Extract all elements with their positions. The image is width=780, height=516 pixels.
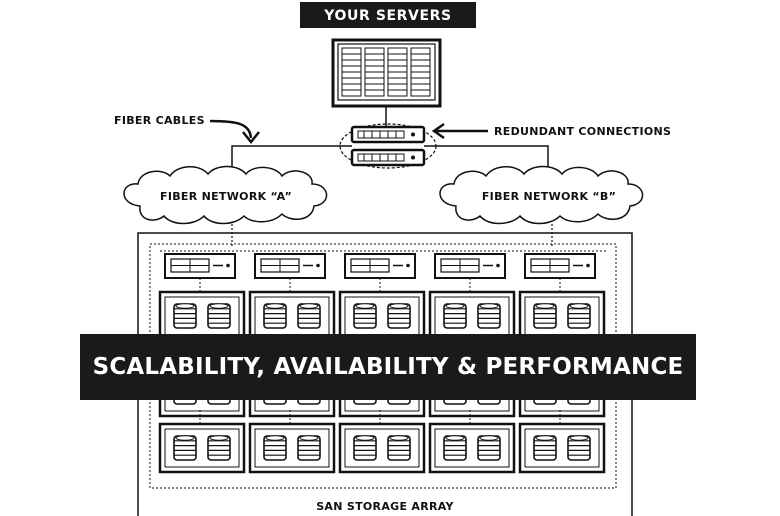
cloud-icon-b <box>439 165 644 225</box>
fiber-network-b-label: FIBER NETWORK “B” <box>482 190 616 203</box>
disk-enclosure-icon <box>158 422 246 474</box>
disk-enclosure-icon <box>158 290 246 342</box>
storage-column-3 <box>338 253 426 474</box>
network-links <box>231 224 553 246</box>
banner: SCALABILITY, AVAILABILITY & PERFORMANCE <box>80 334 696 400</box>
storage-controller-icon <box>524 253 596 279</box>
fiber-network-a-label: FIBER NETWORK “A” <box>160 190 292 203</box>
banner-text: SCALABILITY, AVAILABILITY & PERFORMANCE <box>92 354 684 380</box>
servers-title-box <box>300 2 476 28</box>
san-storage-array-label: SAN STORAGE ARRAY <box>316 500 454 513</box>
storage-controller-icon <box>344 253 416 279</box>
servers-title: YOUR SERVERS <box>323 8 451 24</box>
disk-enclosure-icon <box>338 422 426 474</box>
disk-enclosure-icon <box>428 422 516 474</box>
server-rack-icon <box>331 38 442 108</box>
disk-enclosure-icon <box>248 422 336 474</box>
fiber-cables-label: FIBER CABLES <box>114 114 205 127</box>
disk-enclosure-icon <box>518 290 606 342</box>
storage-controller-icon <box>254 253 326 279</box>
curved-arrow-icon <box>209 119 260 145</box>
storage-controller-icon <box>164 253 236 279</box>
redundant-connections-label: REDUNDANT CONNECTIONS <box>494 125 671 138</box>
disk-enclosure-icon <box>518 422 606 474</box>
disk-enclosure-icon <box>338 290 426 342</box>
cloud-icon-a <box>123 165 328 225</box>
redundant-switch-icon <box>339 123 437 169</box>
disk-enclosure-icon <box>248 290 336 342</box>
storage-controller-icon <box>434 253 506 279</box>
disk-enclosure-icon <box>428 290 516 342</box>
left-arrow-icon <box>431 122 488 140</box>
